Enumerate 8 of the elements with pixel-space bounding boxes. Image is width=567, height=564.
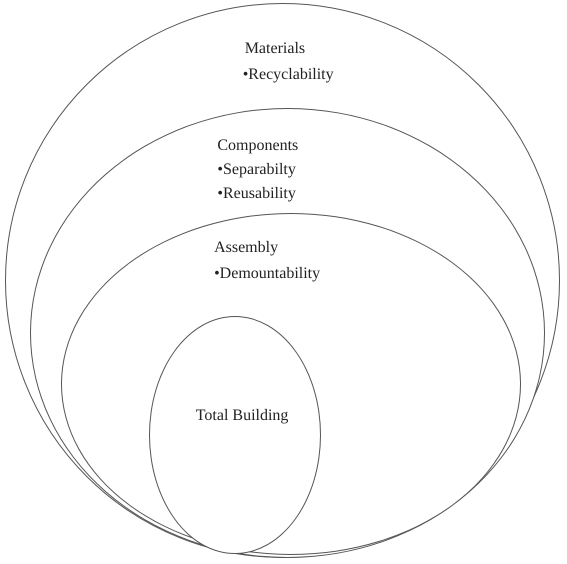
bullet-item: •Demountability (214, 265, 320, 284)
bullet-item: •Separabilty (217, 161, 296, 180)
heading-text: Components (217, 137, 298, 156)
bullet-item: •Reusability (217, 185, 296, 204)
heading-text: Materials (244, 40, 306, 58)
bullet-item: •Recyclability (242, 66, 334, 84)
heading-text: Assembly (214, 239, 278, 258)
heading-text: Total Building (196, 406, 288, 425)
